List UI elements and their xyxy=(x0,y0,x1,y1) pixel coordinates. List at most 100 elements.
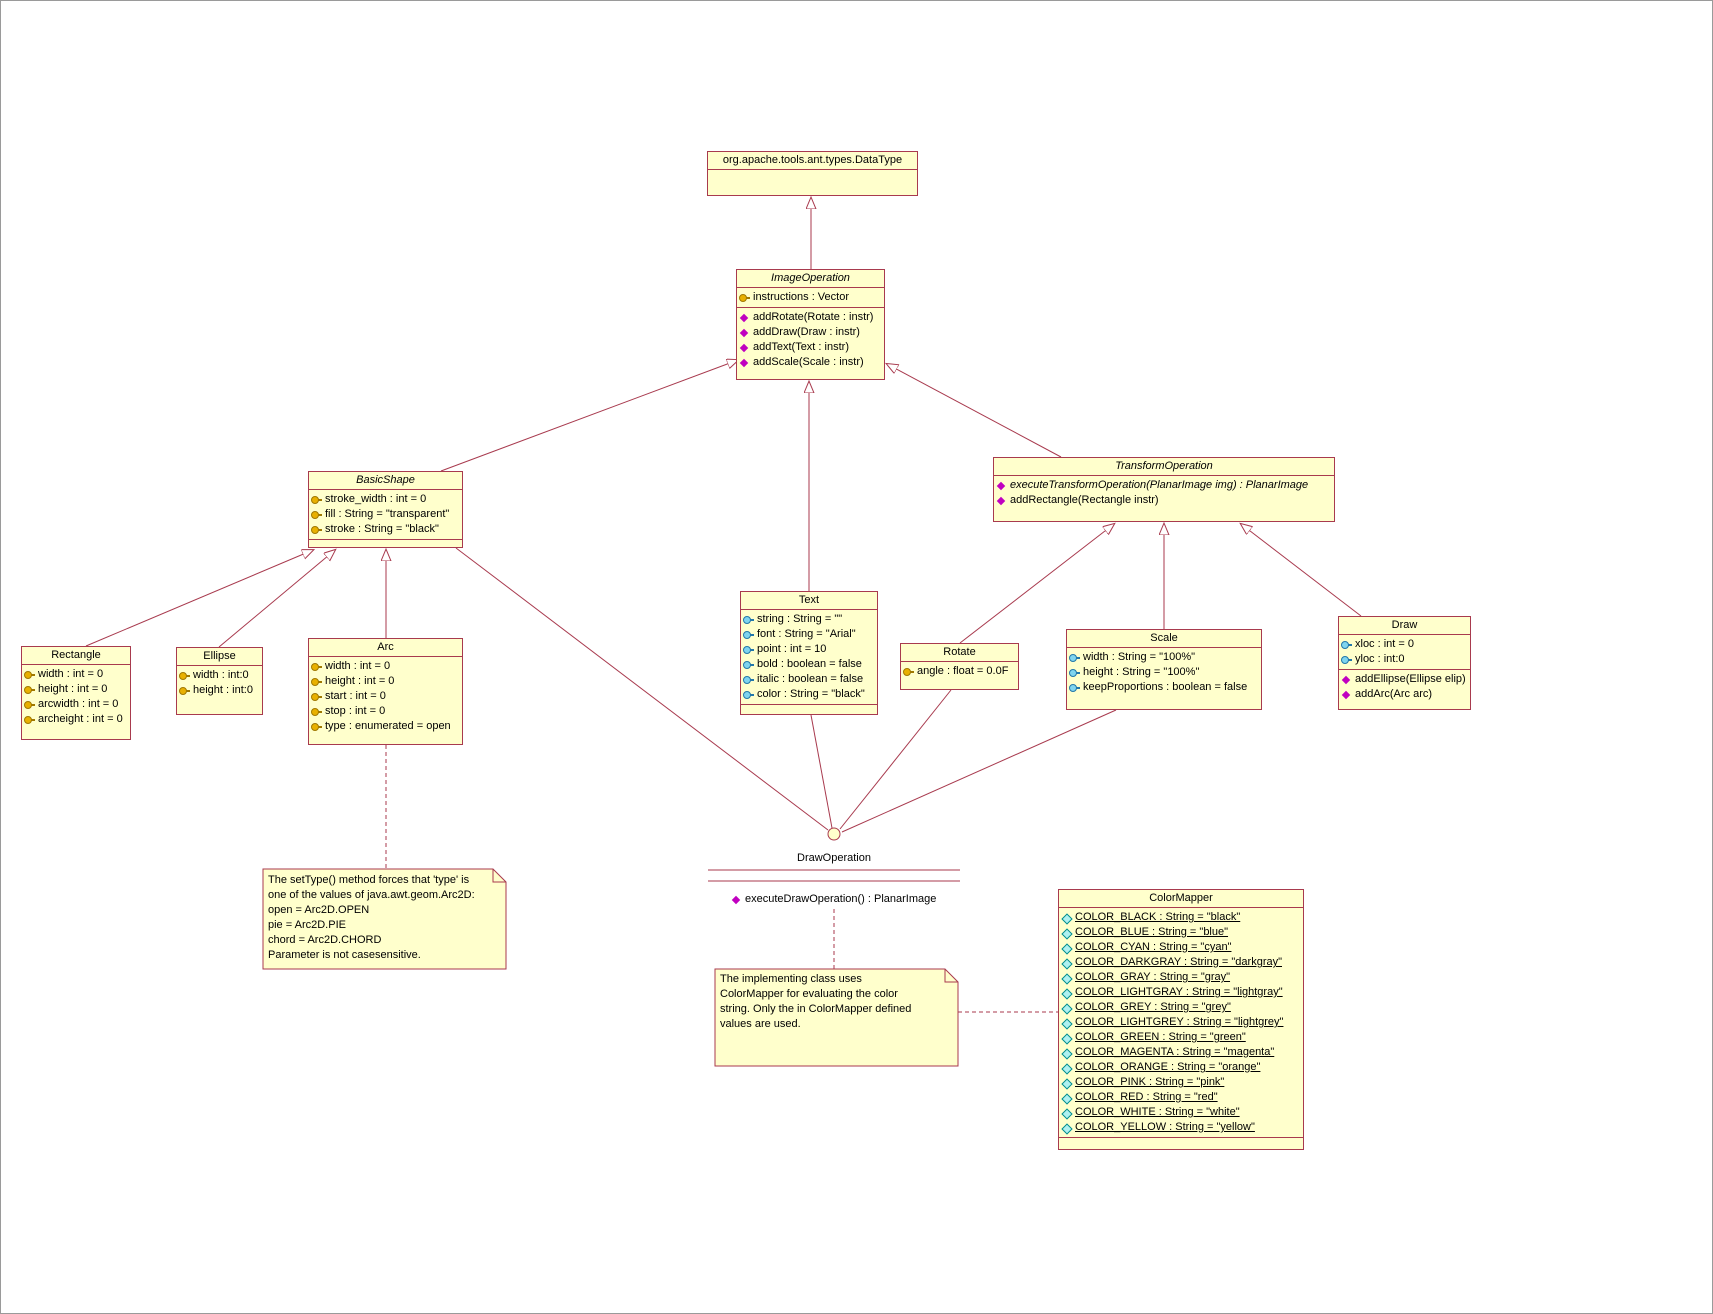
class-title: Rectangle xyxy=(51,649,101,661)
member-text: height : int:0 xyxy=(193,684,253,696)
member-text: width : int = 0 xyxy=(325,660,391,672)
member-text: arcwidth : int = 0 xyxy=(38,698,119,710)
member-text: font : String = "Arial" xyxy=(757,628,856,640)
member-text: addScale(Scale : instr) xyxy=(753,356,864,368)
static-attribute-icon xyxy=(1061,928,1073,938)
gen-basicshape-imageoperation xyxy=(440,360,738,472)
attribute-icon xyxy=(743,630,755,640)
attribute-row: COLOR_BLUE : String = "blue" xyxy=(1059,925,1303,940)
attribute-row: height : String = "100%" xyxy=(1067,665,1261,680)
class-scale: Scale width : String = "100%" height : S… xyxy=(1066,629,1262,710)
member-text: COLOR_WHITE : String = "white" xyxy=(1075,1106,1240,1118)
attribute-row: width : int = 0 xyxy=(22,667,130,682)
attribute-row: COLOR_RED : String = "red" xyxy=(1059,1090,1303,1105)
member-text: addEllipse(Ellipse elip) xyxy=(1355,673,1466,685)
class-title: ImageOperation xyxy=(771,272,850,284)
class-rotate: Rotate angle : float = 0.0F xyxy=(900,643,1019,690)
attribute-row: string : String = "" xyxy=(741,612,877,627)
gen-rotate-transformoperation xyxy=(959,524,1114,644)
attribute-icon xyxy=(179,671,191,681)
method-row: addRectangle(Rectangle instr) xyxy=(994,493,1334,508)
attribute-row: arcwidth : int = 0 xyxy=(22,697,130,712)
attribute-row: COLOR_DARKGRAY : String = "darkgray" xyxy=(1059,955,1303,970)
class-rectangle: Rectangle width : int = 0 height : int =… xyxy=(21,646,131,740)
static-attribute-icon xyxy=(1061,973,1073,983)
note-colormapper-usage: The implementing class uses ColorMapper … xyxy=(720,972,952,1032)
member-text: COLOR_MAGENTA : String = "magenta" xyxy=(1075,1046,1275,1058)
attribute-row: start : int = 0 xyxy=(309,689,462,704)
attribute-row: bold : boolean = false xyxy=(741,657,877,672)
attribute-icon xyxy=(739,293,751,303)
note-line: values are used. xyxy=(720,1018,801,1030)
static-attribute-icon xyxy=(1061,1033,1073,1043)
class-title: ColorMapper xyxy=(1149,892,1213,904)
attribute-icon xyxy=(179,686,191,696)
method-row: addText(Text : instr) xyxy=(737,340,884,355)
method-icon xyxy=(731,895,743,905)
member-text: yloc : int:0 xyxy=(1355,653,1405,665)
class-title: Arc xyxy=(377,641,394,653)
method-row: addArc(Arc arc) xyxy=(1339,687,1470,702)
method-icon xyxy=(739,328,751,338)
class-title: Scale xyxy=(1150,632,1178,644)
member-text: stop : int = 0 xyxy=(325,705,386,717)
note-line: The implementing class uses xyxy=(720,973,862,985)
attributes-compartment: width : int = 0 height : int = 0 start :… xyxy=(309,656,462,744)
class-draw: Draw xloc : int = 0 yloc : int:0 addElli… xyxy=(1338,616,1471,710)
attribute-row: height : int = 0 xyxy=(22,682,130,697)
interface-lollipop-circle xyxy=(827,827,841,841)
method-icon xyxy=(996,481,1008,491)
class-title: org.apache.tools.ant.types.DataType xyxy=(722,154,903,166)
member-text: fill : String = "transparent" xyxy=(325,508,450,520)
class-ellipse: Ellipse width : int:0 height : int:0 xyxy=(176,647,263,715)
member-text: italic : boolean = false xyxy=(757,673,864,685)
static-attribute-icon xyxy=(1061,1108,1073,1118)
methods-compartment: executeTransformOperation(PlanarImage im… xyxy=(994,475,1334,521)
static-attribute-icon xyxy=(1061,913,1073,923)
static-attribute-icon xyxy=(1061,1003,1073,1013)
attribute-row: COLOR_CYAN : String = "cyan" xyxy=(1059,940,1303,955)
member-text: bold : boolean = false xyxy=(757,658,862,670)
attributes-compartment: instructions : Vector xyxy=(737,287,884,307)
member-text: height : int = 0 xyxy=(38,683,108,695)
class-transformoperation: TransformOperation executeTransformOpera… xyxy=(993,457,1335,522)
attribute-row: COLOR_PINK : String = "pink" xyxy=(1059,1075,1303,1090)
member-text: COLOR_CYAN : String = "cyan" xyxy=(1075,941,1232,953)
real-text-drawoperation xyxy=(810,714,833,829)
method-icon xyxy=(1341,690,1353,700)
member-text: COLOR_RED : String = "red" xyxy=(1075,1091,1218,1103)
attributes-compartment: string : String = "" font : String = "Ar… xyxy=(741,609,877,704)
member-text: addRectangle(Rectangle instr) xyxy=(1010,494,1159,506)
method-icon xyxy=(739,313,751,323)
attribute-row: yloc : int:0 xyxy=(1339,652,1470,667)
class-title: TransformOperation xyxy=(1115,460,1213,472)
attribute-row: xloc : int = 0 xyxy=(1339,637,1470,652)
note-fold-arc xyxy=(492,869,506,883)
attribute-row: COLOR_GREEN : String = "green" xyxy=(1059,1030,1303,1045)
member-text: type : enumerated = open xyxy=(325,720,451,732)
attribute-icon xyxy=(743,615,755,625)
attribute-icon xyxy=(24,700,36,710)
member-text: stroke_width : int = 0 xyxy=(325,493,427,505)
methods-compartment: addEllipse(Ellipse elip) addArc(Arc arc) xyxy=(1339,669,1470,709)
attribute-row: stop : int = 0 xyxy=(309,704,462,719)
member-text: angle : float = 0.0F xyxy=(917,665,1009,677)
attribute-row: COLOR_LIGHTGREY : String = "lightgrey" xyxy=(1059,1015,1303,1030)
real-rotate-drawoperation xyxy=(839,689,952,830)
attribute-icon xyxy=(311,662,323,672)
attribute-row: COLOR_ORANGE : String = "orange" xyxy=(1059,1060,1303,1075)
note-line: pie = Arc2D.PIE xyxy=(268,919,346,931)
attribute-icon xyxy=(1069,683,1081,693)
method-icon xyxy=(739,358,751,368)
member-text: xloc : int = 0 xyxy=(1355,638,1415,650)
attribute-icon xyxy=(1341,640,1353,650)
class-imageoperation: ImageOperation instructions : Vector add… xyxy=(736,269,885,380)
member-text: start : int = 0 xyxy=(325,690,386,702)
member-text: COLOR_LIGHTGRAY : String = "lightgray" xyxy=(1075,986,1283,998)
methods-compartment xyxy=(1059,1137,1303,1149)
member-text: keepProportions : boolean = false xyxy=(1083,681,1248,693)
class-basicshape: BasicShape stroke_width : int = 0 fill :… xyxy=(308,471,463,548)
gen-draw-transformoperation xyxy=(1241,524,1362,617)
real-basicshape-drawoperation xyxy=(455,547,829,831)
member-text: COLOR_GREEN : String = "green" xyxy=(1075,1031,1246,1043)
